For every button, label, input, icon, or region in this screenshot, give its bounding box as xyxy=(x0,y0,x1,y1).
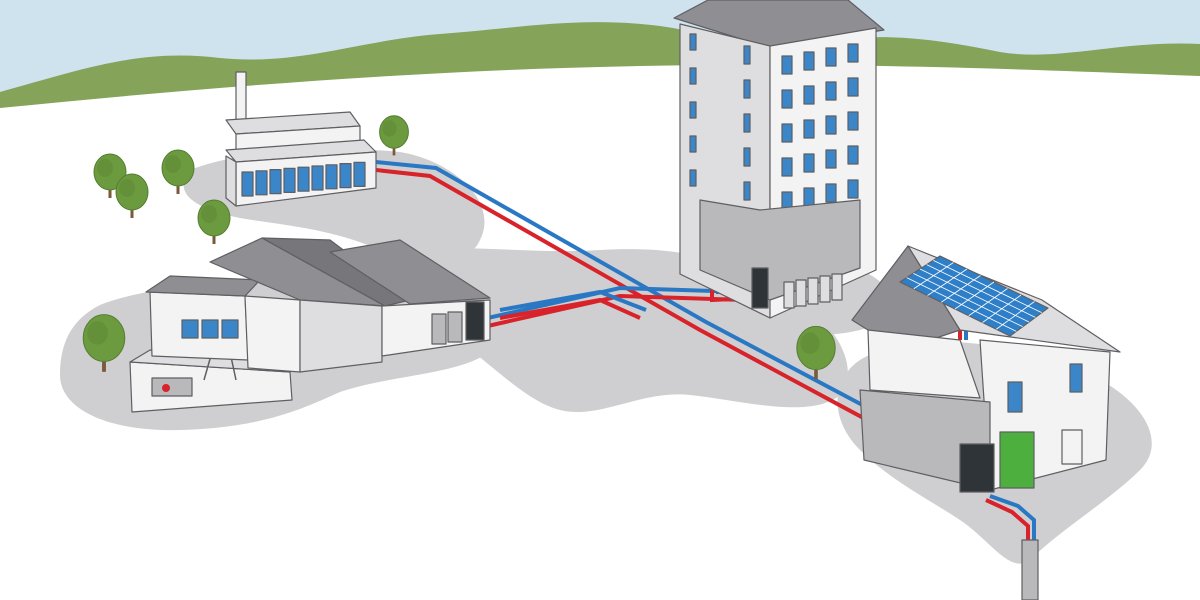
apartment-side-window xyxy=(743,181,751,201)
factory-window xyxy=(353,161,366,187)
bungalow-window-2 xyxy=(201,319,219,339)
solar-cell-line xyxy=(927,268,968,296)
pipe-factory-to-house-hot xyxy=(375,168,961,472)
apartment-window xyxy=(803,85,815,105)
apartment-side-window xyxy=(743,113,751,133)
factory-window xyxy=(241,171,254,197)
apartment-window xyxy=(781,123,793,143)
apartment-window xyxy=(803,153,815,173)
apartment-side-window xyxy=(689,169,697,187)
solar-cell-line xyxy=(954,281,995,310)
apartment-window xyxy=(847,111,859,131)
toy-ball xyxy=(162,384,170,392)
apartment-cutaway xyxy=(699,199,861,301)
apartment-window xyxy=(781,89,793,109)
bungalow-cut-wall xyxy=(299,299,383,373)
house-window-1 xyxy=(1007,381,1023,413)
tree-icon xyxy=(197,199,231,244)
house-window-2 xyxy=(1069,363,1083,393)
factory-window xyxy=(339,163,352,189)
apartment-window xyxy=(781,55,793,75)
factory-chimney xyxy=(235,71,247,125)
bungalow-main-wall xyxy=(244,295,301,373)
pipe-factory-to-house-cold xyxy=(375,160,967,462)
apartment-window xyxy=(847,145,859,165)
house-heat-pump xyxy=(959,443,995,493)
trees xyxy=(82,115,836,380)
house-upper-cut xyxy=(867,329,981,399)
geothermal-probe-icon xyxy=(985,494,1039,600)
solar-cell-line xyxy=(982,294,1022,323)
probe-shaft xyxy=(1021,539,1039,600)
bungalow-storage-tank xyxy=(431,313,447,345)
apartment-window xyxy=(825,149,837,169)
bungalow-window-3 xyxy=(221,319,239,339)
factory-window xyxy=(255,170,268,196)
factory-side-wall xyxy=(225,155,237,207)
solar-house-icon xyxy=(851,245,1121,493)
factory-window xyxy=(269,169,282,195)
pipe-branch-to-main-cold xyxy=(499,289,647,312)
annex-roof xyxy=(329,239,491,305)
apartment-window xyxy=(825,115,837,135)
apartment-window xyxy=(803,51,815,71)
apartment-window xyxy=(825,47,837,67)
apartment-side-window xyxy=(743,45,751,65)
factory-window xyxy=(297,166,310,192)
tree-icon xyxy=(379,115,409,156)
apartment-side-window xyxy=(689,135,697,153)
apartment-window xyxy=(781,157,793,177)
apartment-side-window xyxy=(689,67,697,85)
apartment-building-icon xyxy=(673,0,885,319)
apartment-window xyxy=(847,43,859,63)
apartment-side-window xyxy=(743,79,751,99)
factory-window xyxy=(283,167,296,193)
bungalow-window-1 xyxy=(181,319,199,339)
solar-cell-line xyxy=(996,301,1035,330)
tree-icon xyxy=(796,325,836,380)
tree-icon xyxy=(93,153,127,198)
apartment-window xyxy=(847,77,859,97)
solar-cell-line xyxy=(968,288,1008,317)
pipe-branch-to-main-hot xyxy=(499,297,641,320)
factory-window xyxy=(325,164,338,190)
factory-window xyxy=(311,165,324,191)
tree-icon xyxy=(82,314,126,372)
solar-cell-line xyxy=(913,262,954,290)
apartment-side-window xyxy=(689,33,697,51)
apartment-window xyxy=(825,81,837,101)
bungalow-storage-tank-2 xyxy=(447,311,463,343)
apartment-heat-pump xyxy=(751,267,769,309)
tree-icon xyxy=(115,173,149,218)
apartment-window xyxy=(803,187,815,207)
bungalow-icon xyxy=(129,237,491,413)
factory-icon xyxy=(225,71,377,207)
apartment-window xyxy=(847,179,859,199)
solar-cell-line xyxy=(941,275,981,303)
apartment-window xyxy=(825,183,837,203)
solar-panel-grid xyxy=(906,259,1042,332)
factory-window-band xyxy=(241,161,366,197)
bungalow-heat-pump xyxy=(465,301,485,341)
house-green-storage xyxy=(999,431,1035,489)
apartment-side-window xyxy=(689,101,697,119)
tree-icon xyxy=(161,149,195,194)
house-appliance xyxy=(1061,429,1083,465)
sandbox xyxy=(151,377,193,397)
apartment-window xyxy=(803,119,815,139)
apartment-storage-tanks xyxy=(783,273,843,309)
apartment-side-window xyxy=(743,147,751,167)
